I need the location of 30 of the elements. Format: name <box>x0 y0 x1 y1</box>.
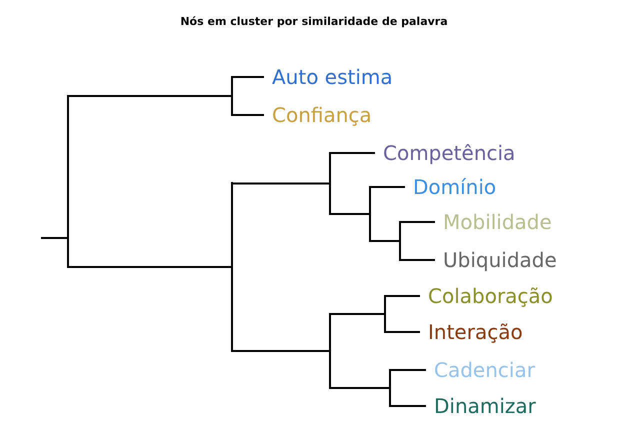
leaf-label: Auto estima <box>272 65 393 89</box>
dendrogram-branch <box>233 350 329 352</box>
dendrogram-branch <box>401 221 435 223</box>
dendrogram-branch <box>233 114 264 116</box>
leaf-label: Ubiquidade <box>443 248 557 272</box>
dendrogram-branch <box>371 240 399 242</box>
dendrogram-branch <box>233 76 264 78</box>
dendrogram-branch <box>233 182 329 184</box>
leaf-label: Domínio <box>413 175 496 199</box>
leaf-label: Dinamizar <box>434 394 536 418</box>
leaf-label: Competência <box>383 141 516 165</box>
leaf-label: Interação <box>428 320 523 344</box>
dendrogram-branch <box>331 313 384 315</box>
dendrogram-branch <box>386 331 420 333</box>
leaf-label: Mobilidade <box>443 210 552 234</box>
dendrogram-branch <box>401 259 435 261</box>
chart-title: Nós em cluster por similaridade de palavra <box>180 15 448 28</box>
leaf-label: Colaboração <box>428 284 553 308</box>
dendrogram-root-line <box>41 237 67 239</box>
dendrogram-branch <box>371 186 405 188</box>
dendrogram-branch <box>386 295 420 297</box>
dendrogram-branch <box>331 152 375 154</box>
dendrogram-branch <box>331 387 389 389</box>
leaf-label: Confiança <box>272 103 372 127</box>
dendrogram-branch <box>331 213 369 215</box>
leaf-label: Cadenciar <box>434 358 535 382</box>
dendrogram-branch <box>69 95 231 97</box>
dendrogram-branch <box>391 369 426 371</box>
dendrogram-branch <box>69 266 231 268</box>
dendrogram-branch <box>391 405 426 407</box>
